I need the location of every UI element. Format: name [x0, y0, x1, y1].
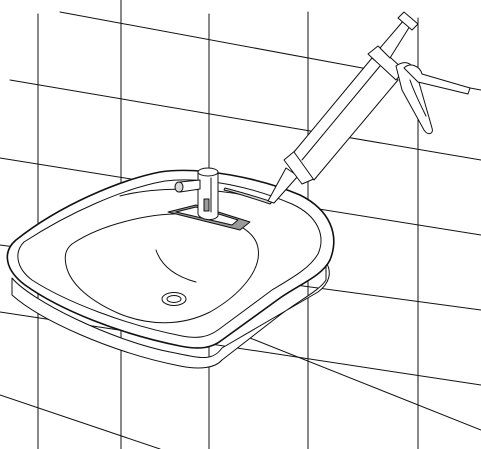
- plunger-hook: [397, 11, 419, 31]
- caulk-gun-icon: [267, 11, 471, 204]
- sink-icon: [6, 169, 335, 369]
- drain-icon: [161, 292, 187, 306]
- grout-line-diagonal: [249, 337, 481, 431]
- grout-line-diagonal: [0, 394, 161, 449]
- plunger-rod: [379, 19, 411, 59]
- spout-outlet: [174, 181, 184, 193]
- caulk-bead: [223, 187, 273, 205]
- drain-inner: [166, 295, 182, 303]
- caulk-gun-trigger: [403, 64, 471, 95]
- sensor-window: [203, 198, 210, 212]
- basin-curve: [155, 249, 197, 283]
- caulk-gun-handle: [395, 62, 433, 135]
- caulk-tube-rod: [301, 65, 381, 161]
- faucet-top: [197, 167, 219, 177]
- handle-detail: [409, 79, 427, 117]
- sink-apron: [11, 261, 330, 369]
- faucet-icon: [167, 167, 251, 231]
- sink-rim-inner: [17, 179, 322, 338]
- faucet-body: [197, 171, 219, 221]
- grout-line-diagonal: [9, 79, 481, 161]
- caulk-tube: [293, 57, 399, 181]
